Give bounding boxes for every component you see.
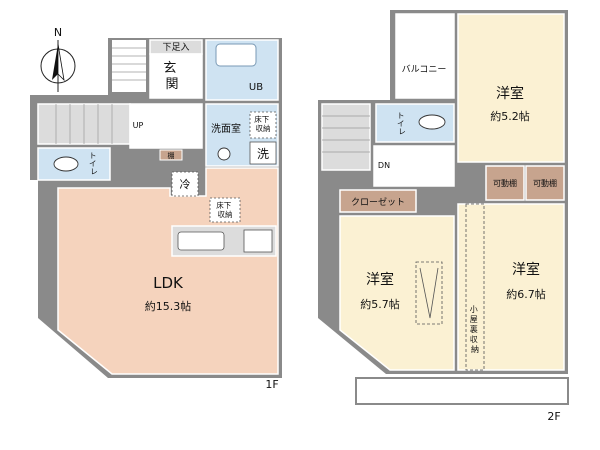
floor1-toilet-label: ト イ レ bbox=[89, 151, 99, 176]
yoshitsu-c-room bbox=[457, 203, 565, 371]
toilet-icon bbox=[53, 156, 79, 172]
koyaura-line2: 屋 bbox=[470, 315, 478, 324]
floor1-hall bbox=[129, 103, 203, 149]
yoshitsu-c-label: 洋室 bbox=[512, 261, 540, 278]
stove-icon bbox=[243, 229, 273, 253]
balcony-label: バルコニー bbox=[402, 64, 447, 75]
toilet-2-icon bbox=[418, 114, 446, 130]
koyaura-storage bbox=[465, 203, 485, 371]
yoshitsu-a-label: 洋室 bbox=[496, 85, 524, 102]
koyaura-line3: 裏 bbox=[470, 324, 478, 334]
fridge-space bbox=[171, 171, 199, 197]
sink-icon bbox=[177, 231, 225, 251]
washer-space bbox=[249, 141, 277, 165]
floor2-lower-balcony bbox=[355, 377, 569, 405]
yoshitsu-b-room bbox=[339, 215, 455, 371]
underfloor-2-line2: 収納 bbox=[218, 209, 233, 219]
koyaura-line5: 納 bbox=[471, 344, 479, 354]
toilet-2-line1: ト bbox=[397, 111, 405, 120]
floor2-plan bbox=[318, 10, 569, 405]
underfloor-2-line1: 床下 bbox=[216, 200, 231, 210]
genkan-room bbox=[149, 53, 203, 99]
bathtub-icon bbox=[215, 43, 257, 67]
yoshitsu-a-size-label: 約5.2帖 bbox=[490, 109, 530, 123]
floor2-level-label: 2F bbox=[547, 410, 560, 423]
floor1-level-label: 1F bbox=[265, 378, 278, 391]
koyaura-line1: 小 bbox=[470, 305, 478, 314]
kadoudana-shelf-2 bbox=[525, 165, 565, 201]
washer-label: 洗 bbox=[257, 147, 269, 161]
toilet-1-line3: レ bbox=[90, 167, 98, 176]
toilet-1-line1: ト bbox=[89, 151, 97, 160]
closet-label: クローゼット bbox=[351, 196, 405, 208]
kadoudana-2-label: 可動棚 bbox=[533, 178, 557, 188]
genkan-label: 玄 関 bbox=[163, 61, 180, 92]
underfloor-1-line1: 床下 bbox=[254, 114, 269, 124]
dn-label: DN bbox=[378, 161, 390, 170]
kadoudana-shelf-1 bbox=[485, 165, 525, 201]
floor2-hall bbox=[373, 145, 455, 187]
kadoudana-1-label: 可動棚 bbox=[493, 178, 517, 188]
floor1-plan bbox=[30, 38, 282, 378]
genkan-label-line2: 関 bbox=[165, 77, 178, 92]
loft-hatch bbox=[415, 261, 443, 325]
underfloor-1-line2: 収納 bbox=[256, 123, 271, 133]
ldk-room bbox=[57, 167, 279, 375]
loft-ladder-icon bbox=[419, 267, 439, 319]
ldk-label: LDK bbox=[153, 274, 184, 292]
underfloor-storage-2 bbox=[209, 197, 241, 223]
north-compass-icon bbox=[40, 40, 76, 92]
fridge-label: 冷 bbox=[180, 178, 191, 191]
tana-shelf bbox=[159, 149, 183, 161]
toilet-2-line3: レ bbox=[398, 127, 406, 136]
yoshitsu-c-size-label: 約6.7帖 bbox=[506, 287, 546, 301]
balcony-area bbox=[395, 13, 455, 99]
yoshitsu-b-size-label: 約5.7帖 bbox=[360, 297, 400, 311]
yoshitsu-b-label: 洋室 bbox=[366, 271, 394, 288]
floor1-entry-stair bbox=[112, 40, 146, 92]
unit-bath-label: UB bbox=[249, 82, 263, 93]
floor2-stair bbox=[321, 103, 371, 171]
closet-area bbox=[339, 189, 417, 213]
underfloor-storage-2-label: 床下 収納 bbox=[216, 200, 233, 219]
compass-north-label: N bbox=[54, 26, 62, 39]
washbasin-icon bbox=[217, 147, 231, 161]
underfloor-storage-1 bbox=[249, 111, 277, 139]
senmen-label: 洗面室 bbox=[211, 122, 241, 135]
getabako-label: 下足入 bbox=[162, 42, 189, 53]
koyaura-label: 小 屋 裏 収 納 bbox=[470, 305, 481, 354]
yoshitsu-a-room bbox=[457, 13, 565, 163]
floor2-toilet-label: ト イ レ bbox=[397, 111, 407, 136]
genkan-label-line1: 玄 bbox=[163, 61, 176, 76]
toilet-1-line2: イ bbox=[89, 159, 97, 168]
up-label: UP bbox=[133, 121, 144, 130]
koyaura-line4: 収 bbox=[470, 334, 478, 344]
tana-label: 棚 bbox=[168, 151, 175, 160]
ldk-size-label: 約15.3帖 bbox=[145, 299, 192, 313]
underfloor-storage-1-label: 床下 収納 bbox=[254, 114, 271, 133]
toilet-2-line2: イ bbox=[397, 119, 405, 128]
